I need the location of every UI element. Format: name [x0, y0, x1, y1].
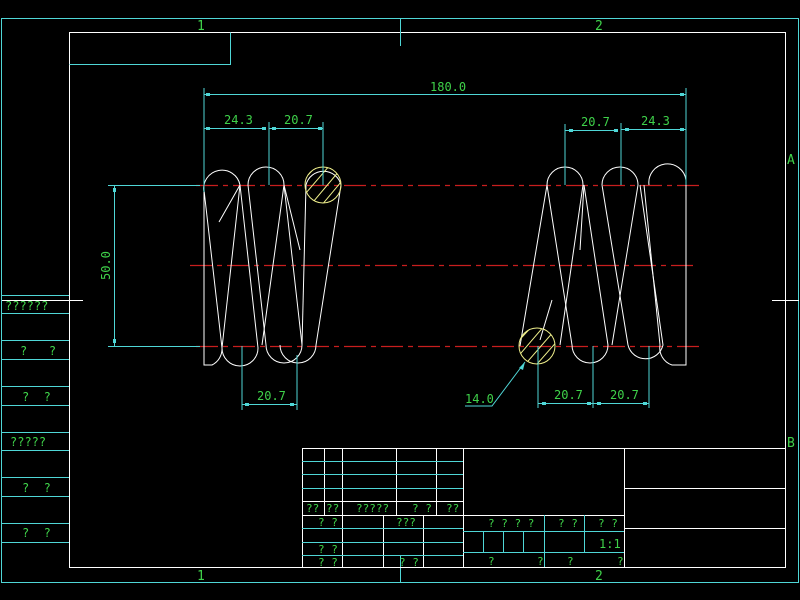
tb-row-label-2: ??: [326, 502, 339, 515]
left-spring: [203, 166, 342, 367]
tb-bottom-label-3: ?: [567, 555, 574, 568]
dim-wire-diameter: 14.0: [465, 392, 494, 406]
tb-row-label-3: ?????: [356, 502, 389, 515]
zone-label-b: B: [787, 436, 795, 451]
tb-bottom-label-2: ?: [537, 555, 544, 568]
dim-diameter: 50.0: [99, 251, 113, 280]
tb-mid-label-2: ? ?: [558, 517, 578, 530]
title-block: [302, 448, 786, 568]
tb-lower-label-3: ? ?: [318, 543, 338, 556]
dim-overall-length: 180.0: [430, 80, 466, 94]
tb-row-label-5: ??: [446, 502, 459, 515]
zone-label-bottom-1: 1: [197, 569, 205, 584]
inner-frame: [69, 32, 786, 568]
dim-right-pitch-bottom-1: 20.7: [554, 388, 583, 402]
tb-lower-label-1: ? ?: [318, 516, 338, 529]
tb-lower-label-5: ? ?: [399, 556, 419, 569]
tb-lower-label-4: ? ?: [318, 556, 338, 569]
dimension-lines: [108, 88, 687, 410]
tb-mid-label-1: ? ? ? ?: [488, 517, 534, 530]
left-label-3: ? ?: [22, 390, 51, 404]
zone-label-a: A: [787, 153, 795, 168]
dim-right-pitch-top: 20.7: [581, 115, 610, 129]
tb-scale: 1:1: [599, 537, 621, 551]
left-label-6: ? ?: [22, 526, 51, 540]
dim-left-pitch-top: 20.7: [284, 113, 313, 127]
zone-label-top-2: 2: [595, 19, 603, 34]
code-box: [69, 32, 231, 65]
left-label-4: ?????: [10, 435, 46, 449]
tb-bottom-label-4: ?: [617, 555, 624, 568]
tb-lower-label-2: ???: [396, 516, 416, 529]
dim-right-end-offset: 24.3: [641, 114, 670, 128]
zone-label-top-1: 1: [197, 19, 205, 34]
left-label-5: ? ?: [22, 481, 51, 495]
dimension-arrows: [113, 93, 684, 406]
tb-row-label-1: ??: [306, 502, 319, 515]
left-label-1: ??????: [5, 299, 48, 313]
outer-border: [1, 18, 799, 583]
zone-label-bottom-2: 2: [595, 569, 603, 584]
dim-left-end-offset: 24.3: [224, 113, 253, 127]
left-label-2: ? ?: [20, 344, 56, 358]
tb-row-label-4: ? ?: [412, 502, 432, 515]
dim-right-pitch-bottom-2: 20.7: [610, 388, 639, 402]
left-column-table: [2, 295, 69, 543]
right-spring: [519, 163, 687, 366]
tb-mid-label-3: ? ?: [598, 517, 618, 530]
dim-left-pitch-bottom: 20.7: [257, 389, 286, 403]
tb-bottom-label-1: ?: [488, 555, 495, 568]
